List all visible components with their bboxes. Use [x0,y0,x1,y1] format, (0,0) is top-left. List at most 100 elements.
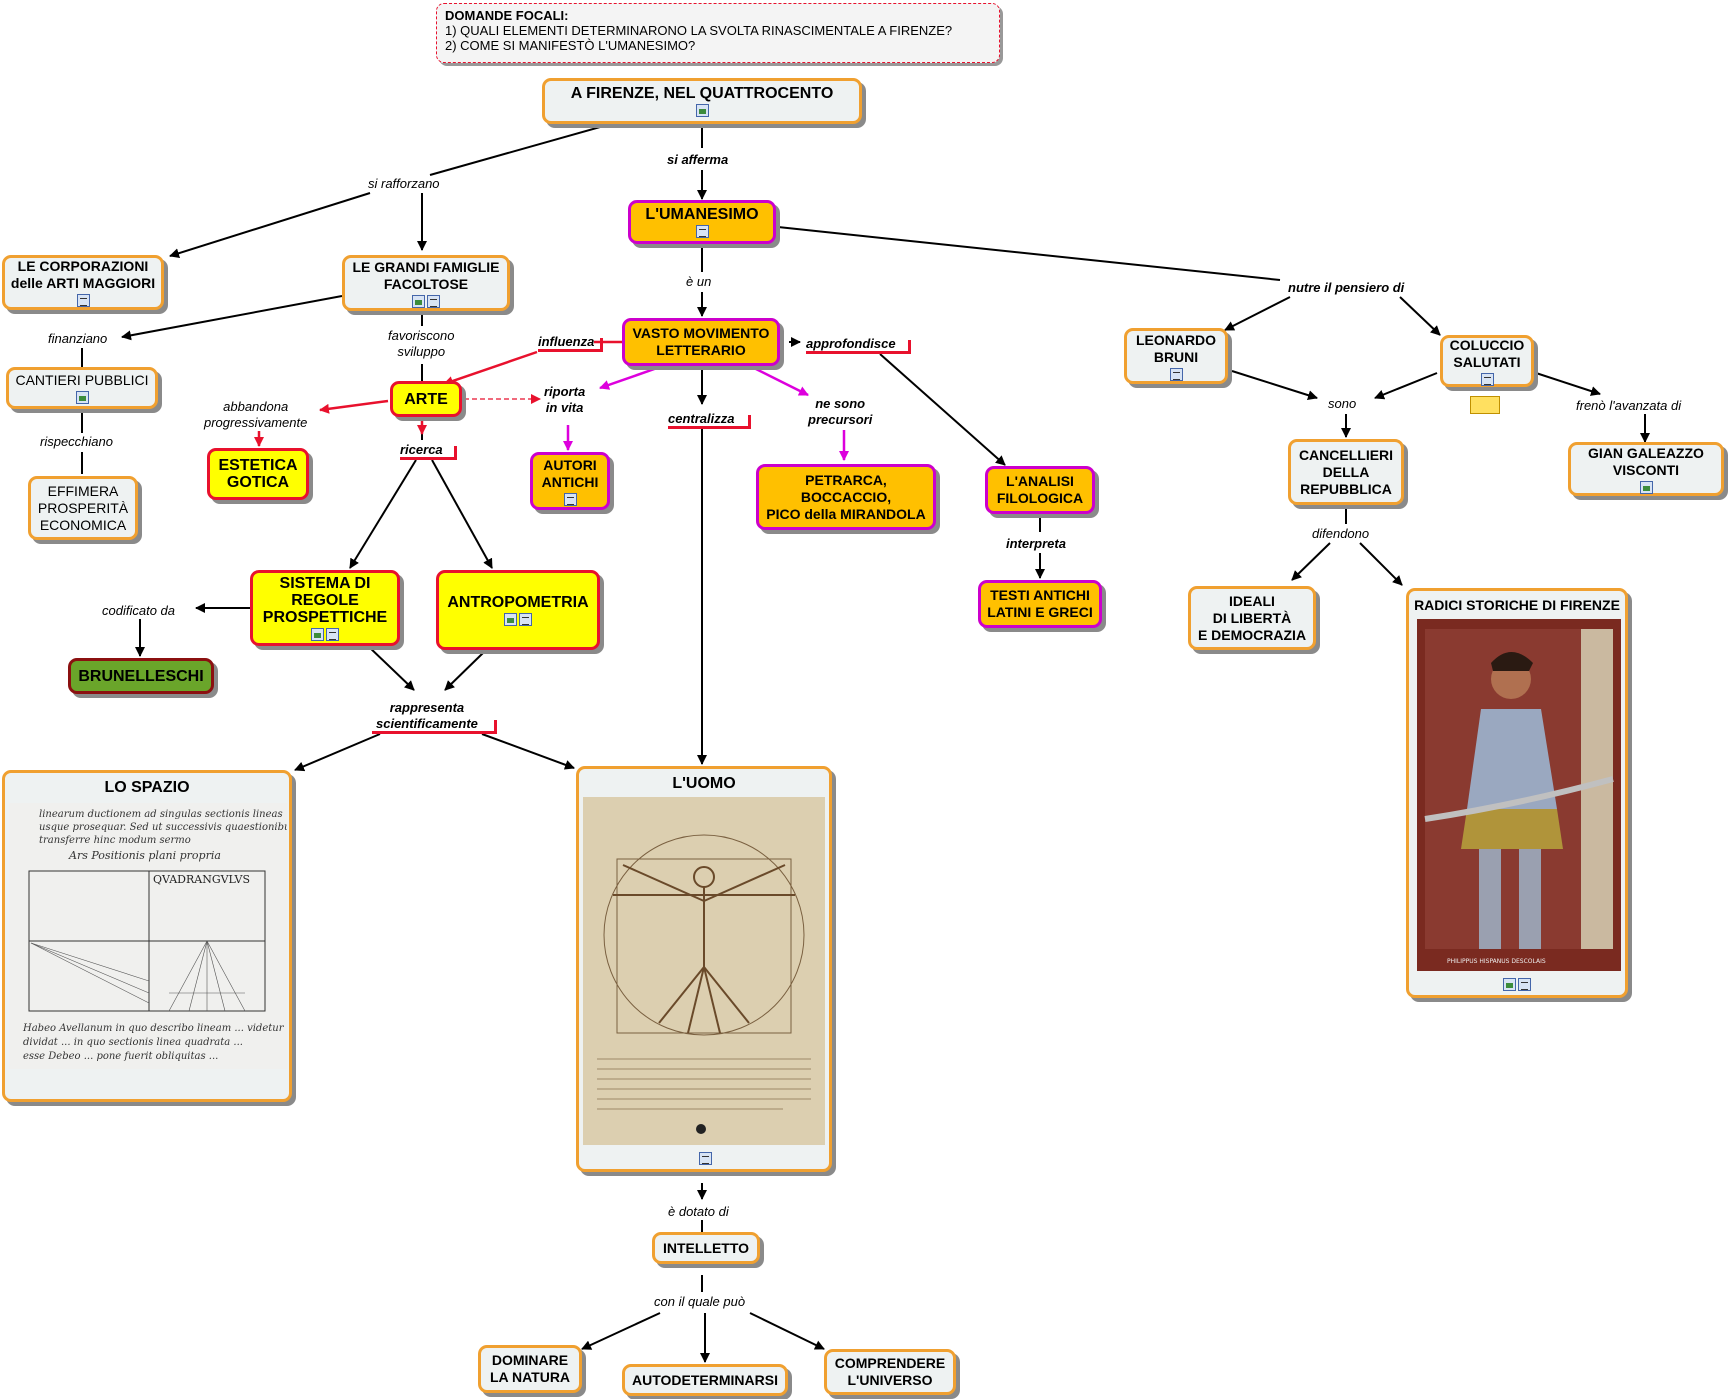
link-label-codificato: codificato da [102,603,175,619]
drawing-text: transferre hinc modum sermo [39,835,191,846]
node-label: DOMINARE LA NATURA [489,1352,571,1385]
red-underline-bar [538,338,603,352]
link-label-precursori: ne sono precursori [808,396,873,428]
node-famiglie[interactable]: LE GRANDI FAMIGLIE FACOLTOSE [342,255,510,311]
node-estetica-gotica[interactable]: ESTETICA GOTICA [207,448,309,500]
panel-lo-spazio[interactable]: LO SPAZIO linearum ductionem ad singulas… [2,770,292,1102]
drawing-text: dividat ... in quo sectionis linea quadr… [23,1037,243,1048]
document-icon[interactable] [1169,367,1183,381]
node-corporazioni[interactable]: LE CORPORAZIONI delle ARTI MAGGIORI [2,255,164,310]
document-icon[interactable] [519,613,532,626]
node-leonardo-bruni[interactable]: LEONARDO BRUNI [1124,328,1228,384]
link-label-favoriscono: favoriscono sviluppo [388,328,455,360]
focal-title: DOMANDE FOCALI: [445,8,569,23]
link-arrow [366,644,415,691]
node-coluccio-salutati[interactable]: COLUCCIO SALUTATI [1440,335,1534,387]
node-label: CANTIERI PUBBLICI [15,372,149,388]
document-icon[interactable] [1480,372,1494,386]
drawing-text: QVADRANGVLVS [153,873,250,886]
node-firenze[interactable]: A FIRENZE, NEL QUATTROCENTO [542,78,862,124]
node-label: A FIRENZE, NEL QUATTROCENTO [570,85,834,102]
image-icon[interactable] [311,628,324,641]
drawing-text: usque prosequar. Sed ut successivis quae… [39,822,287,833]
node-label: PETRARCA, BOCCACCIO, PICO della MIRANDOL… [766,471,926,522]
node-dominare[interactable]: DOMINARE LA NATURA [478,1345,582,1393]
red-underline-bar [668,415,751,429]
node-autodeterminarsi[interactable]: AUTODETERMINARSI [622,1364,788,1396]
node-effimera[interactable]: EFFIMERA PROSPERITÀ ECONOMICA [28,476,138,540]
node-label: AUTORI ANTICHI [541,456,599,490]
node-label: ESTETICA GOTICA [218,457,298,491]
link-label-si-afferma: si afferma [667,152,729,168]
node-analisi-filologica[interactable]: L'ANALISI FILOLOGICA [985,466,1095,514]
link-arrow [349,459,417,569]
node-intelletto[interactable]: INTELLETTO [652,1232,760,1264]
red-underline-bar [400,446,457,460]
link-label-dotato: è dotato di [668,1204,729,1220]
document-icon[interactable] [76,294,90,307]
image-icon[interactable] [75,391,89,404]
node-label: AUTODETERMINARSI [632,1371,778,1388]
image-icon[interactable] [1503,978,1516,991]
node-testi-antichi[interactable]: TESTI ANTICHI LATINI E GRECI [978,580,1102,628]
drawing-text: esse Debeo ... pone fuerit obliquitas ..… [23,1051,218,1062]
node-label: L'ANALISI FILOLOGICA [996,473,1084,506]
node-cancellieri[interactable]: CANCELLIERI DELLA REPUBBLICA [1288,439,1404,505]
link-label-finanziano: finanziano [48,331,108,347]
node-arte[interactable]: ARTE [390,381,462,417]
document-icon[interactable] [326,628,339,641]
link-arrow [121,295,343,341]
node-label: CANCELLIERI DELLA REPUBBLICA [1298,446,1394,497]
image-icon[interactable] [412,294,425,308]
link-arrow-red [443,350,538,386]
link-label-nutre: nutre il pensiero di [1288,280,1405,296]
node-label: COMPRENDERE L'UNIVERSO [834,1355,946,1388]
panel-radici-storiche[interactable]: RADICI STORICHE DI FIRENZE PHILIPPUS HIS… [1406,588,1628,998]
fresco-caption: PHILIPPUS HISPANUS DESCOLAIS [1447,958,1546,965]
focal-question-2: 2) COME SI MANIFESTÒ L'UMANESIMO? [445,38,696,53]
node-ideali[interactable]: IDEALI DI LIBERTÀ E DEMOCRAZIA [1188,586,1316,650]
node-label: EFFIMERA PROSPERITÀ ECONOMICA [37,482,129,533]
link-label-si-rafforzano: si rafforzano [368,176,440,192]
document-icon[interactable] [699,1152,712,1165]
node-label: COLUCCIO SALUTATI [1449,336,1525,370]
link-line [429,119,626,176]
node-vasto-movimento[interactable]: VASTO MOVIMENTO LETTERARIO [622,318,780,366]
node-petrarca[interactable]: PETRARCA, BOCCACCIO, PICO della MIRANDOL… [756,464,936,530]
node-brunelleschi[interactable]: BRUNELLESCHI [68,658,214,694]
vitruvian-man-image [583,797,825,1145]
image-icon[interactable] [1639,480,1653,494]
link-arrow [1399,296,1441,336]
image-icon[interactable] [695,104,709,117]
node-cantieri[interactable]: CANTIERI PUBBLICI [6,367,158,409]
node-umanesimo[interactable]: L'UMANESIMO [628,200,776,244]
node-label: L'UMANESIMO [645,206,759,223]
panel-l-uomo[interactable]: L'UOMO [576,766,832,1172]
node-label: VASTO MOVIMENTO LETTERARIO [632,325,770,358]
document-icon[interactable] [695,225,709,238]
document-icon[interactable] [1518,978,1531,991]
node-sistema-prospettiche[interactable]: SISTEMA DI REGOLE PROSPETTICHE [250,570,400,646]
drawing-text: linearum ductionem ad singulas sectionis… [39,809,283,820]
link-label-centralizza: centralizza [668,411,735,427]
drawing-text: Habeo Avellanum in quo describo lineam .… [22,1023,287,1034]
notes-icon[interactable] [1470,396,1500,414]
link-label-difendono: difendono [1312,526,1370,542]
node-label: TESTI ANTICHI LATINI E GRECI [987,587,1093,620]
link-arrow-magenta [751,365,809,397]
node-antropometria[interactable]: ANTROPOMETRIA [436,570,600,650]
node-comprendere[interactable]: COMPRENDERE L'UNIVERSO [824,1349,956,1395]
document-icon[interactable] [427,294,440,308]
image-icon[interactable] [504,613,517,626]
node-autori-antichi[interactable]: AUTORI ANTICHI [530,452,610,510]
focal-questions: DOMANDE FOCALI: 1) QUALI ELEMENTI DETERM… [436,3,1000,63]
red-underline-bar [806,340,911,354]
document-icon[interactable] [563,492,577,506]
link-arrow [1291,542,1331,581]
link-arrow-red [319,399,389,414]
link-label-sono: sono [1328,396,1357,412]
node-gian-galeazzo[interactable]: GIAN GALEAZZO VISCONTI [1568,442,1724,496]
link-arrow [581,1312,661,1350]
link-label-approfondisce: approfondisce [806,336,896,352]
